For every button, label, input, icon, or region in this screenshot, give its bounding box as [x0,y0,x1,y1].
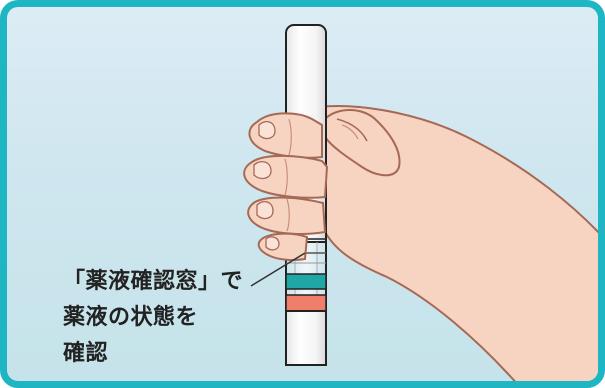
finger-creases [284,118,292,232]
illustration-art [243,24,598,381]
callout-line-1: 「薬液確認窓」で [63,269,244,294]
hand-back [315,105,598,381]
callout-leader-line [250,252,306,287]
callout-line-3: 確認 [63,341,109,366]
callout-line-2: 薬液の状態を [63,305,199,330]
callout-label: 「薬液確認窓」で 薬液の状態を 確認 [63,264,243,372]
fingernails [253,120,280,251]
